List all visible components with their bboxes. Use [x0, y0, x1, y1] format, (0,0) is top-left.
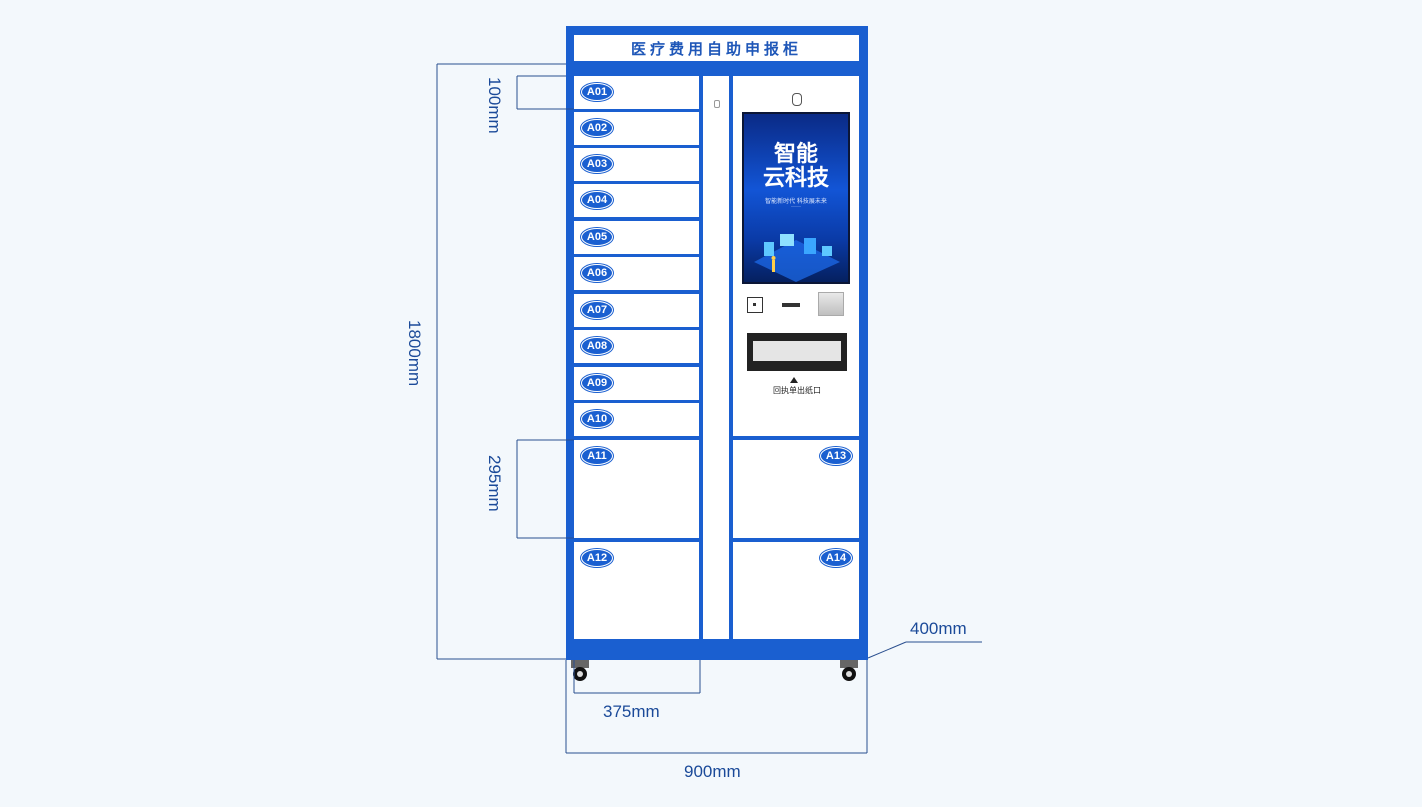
locker-label: A13 — [820, 447, 852, 465]
isometric-illustration — [754, 234, 840, 282]
locker-label: A10 — [581, 410, 613, 428]
locker-a09: A09 — [574, 367, 699, 400]
locker-a04: A04 — [574, 184, 699, 217]
locker-a01: A01 — [574, 76, 699, 109]
arrow-up-icon — [790, 377, 798, 383]
slot-label: 回执单出纸口 — [773, 386, 821, 395]
card-slot-icon — [782, 303, 800, 307]
locker-label: A06 — [581, 264, 613, 282]
locker-label: A11 — [581, 447, 613, 465]
locker-a03: A03 — [574, 148, 699, 181]
locker-label: A08 — [581, 337, 613, 355]
dim-depth: 400mm — [910, 619, 967, 638]
camera-icon — [792, 93, 802, 106]
locker-label: A02 — [581, 119, 613, 137]
caster-wheel-left — [571, 660, 589, 681]
dim-total-height: 1800mm — [405, 320, 424, 387]
locker-label: A07 — [581, 301, 613, 319]
screen-headline-2: 云科技 — [762, 165, 829, 190]
locker-label: A12 — [581, 549, 613, 567]
dim-small-locker-height: 100mm — [485, 77, 504, 134]
locker-label: A05 — [581, 228, 613, 246]
screen-headline-1: 智能 — [773, 141, 818, 166]
locker-label: A04 — [581, 191, 613, 209]
receipt-printer-slot — [747, 333, 847, 371]
locker-a12: A12 — [574, 542, 699, 639]
dim-large-locker-height: 295mm — [485, 455, 504, 512]
screen-tagline: 智能新时代 科技展未来 — [765, 199, 827, 205]
locker-a11: A11 — [574, 440, 699, 538]
card-reader-icon — [747, 297, 763, 313]
locker-a07: A07 — [574, 294, 699, 327]
locker-label: A09 — [581, 374, 613, 392]
dim-locker-width: 375mm — [603, 702, 660, 721]
middle-panel — [703, 76, 729, 639]
screen-small-text: ····· — [791, 204, 801, 210]
locker-a13: A13 — [733, 440, 859, 538]
caster-wheel-right — [840, 660, 858, 681]
locker-a02: A02 — [574, 112, 699, 145]
locker-label: A03 — [581, 155, 613, 173]
locker-a06: A06 — [574, 257, 699, 290]
locker-a14: A14 — [733, 542, 859, 639]
locker-label: A14 — [820, 549, 852, 567]
kiosk-screen: 智能 云科技 智能新时代 科技展未来 ····· — [742, 112, 850, 284]
locker-a05: A05 — [574, 221, 699, 254]
scanner-icon — [818, 292, 844, 316]
locker-a08: A08 — [574, 330, 699, 363]
cabinet-title: 医疗费用自助申报柜 — [574, 35, 859, 61]
locker-a10: A10 — [574, 403, 699, 436]
locker-label: A01 — [581, 83, 613, 101]
keyhole-icon — [714, 100, 720, 108]
dim-total-width: 900mm — [684, 762, 741, 781]
